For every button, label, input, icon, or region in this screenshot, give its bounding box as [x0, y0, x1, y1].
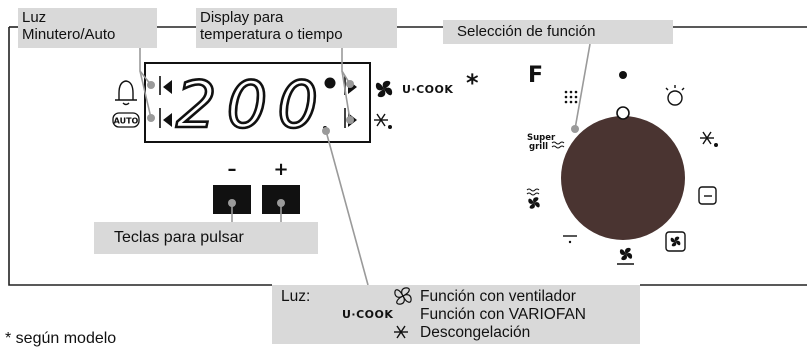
auto-icon-text: AUTO	[114, 117, 139, 126]
label-teclas: Teclas para pulsar	[94, 222, 318, 254]
arrow-left-bottom-icon	[163, 113, 172, 127]
top-bottom-heat-icon	[698, 186, 717, 205]
plus-key-label: +	[273, 159, 288, 180]
fan-box-icon	[665, 231, 686, 252]
label-minutero-auto: Minutero/Auto	[22, 26, 116, 43]
label-display-line1: Display para	[200, 9, 284, 26]
fan-bottom-icon	[617, 247, 634, 265]
fan-icon	[375, 80, 393, 98]
legend-fan-icon	[394, 287, 412, 305]
leader-dots	[147, 80, 579, 207]
knob-indicator	[616, 106, 630, 120]
function-knob[interactable]	[561, 116, 685, 240]
super-grill-icon	[551, 141, 565, 149]
display-window	[144, 62, 371, 143]
display-digits: 200	[176, 69, 328, 143]
label-display-line2: temperatura o tiempo	[200, 26, 343, 43]
legend-defrost-icon	[394, 325, 408, 339]
label-display: Display para temperatura o tiempo	[196, 8, 397, 48]
bell-icon	[115, 80, 137, 106]
knob-off-dot	[619, 71, 627, 79]
label-luz-minutero: Luz Minutero/Auto	[18, 8, 157, 48]
legend-item-variofan: Función con VARIOFAN	[420, 306, 586, 323]
display-indicator-dot	[324, 77, 336, 89]
dial-defrost-icon	[700, 131, 718, 147]
legend-item-descongelacion: Descongelación	[420, 324, 531, 341]
knob-f-label: F	[528, 63, 543, 88]
leader-lines	[139, 43, 591, 286]
legend-ucook-icon: U·COOK	[342, 308, 393, 321]
grill-fan-icon	[526, 188, 540, 209]
lamp-icon	[665, 85, 685, 106]
legend-item-ventilador: Función con ventilador	[420, 288, 576, 305]
arrow-left-top-icon	[163, 80, 172, 94]
legend-luz: Luz:	[281, 288, 311, 305]
label-seleccion: Selección de función	[443, 20, 673, 44]
dots-grid-icon	[564, 90, 578, 104]
bottom-heat-icon	[563, 235, 577, 244]
footnote: * según modelo	[5, 330, 117, 347]
minus-key-label: –	[228, 159, 237, 180]
super-grill-line1: Super	[527, 133, 556, 143]
super-grill-line2: grill	[529, 142, 548, 152]
auto-icon	[112, 112, 140, 128]
ucook-icon: U·COOK	[402, 83, 453, 96]
legend-box	[272, 285, 640, 344]
defrost-icon	[374, 113, 392, 129]
label-luz: Luz	[22, 9, 47, 26]
panel-frame-left	[8, 27, 272, 286]
ucook-star: *	[466, 69, 479, 97]
